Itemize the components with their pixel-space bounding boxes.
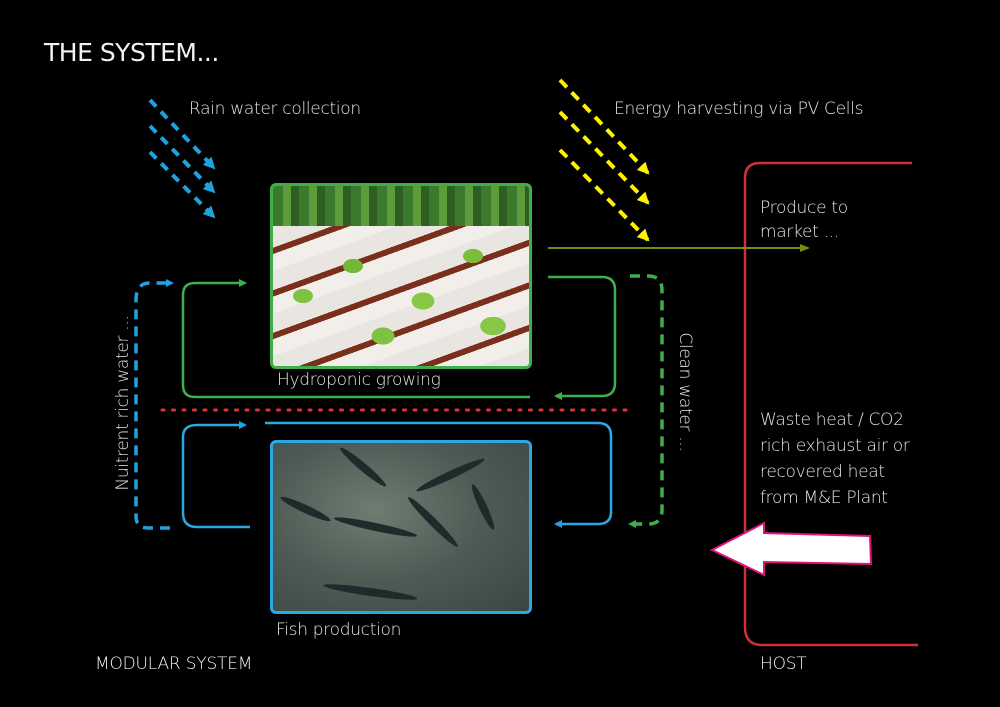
produce-text: Produce to market ... xyxy=(760,198,848,242)
nutrient-flow xyxy=(134,279,174,530)
waste-heat-label: Waste heat / CO2 rich exhaust air or rec… xyxy=(760,407,910,511)
rain-label: Rain water collection xyxy=(189,99,361,119)
energy-arrows-icon xyxy=(558,78,650,242)
hydroponic-loop-in xyxy=(181,279,250,399)
waste-heat-line: rich exhaust air or xyxy=(760,436,910,456)
page-title: THE SYSTEM... xyxy=(44,38,219,67)
host-label: HOST xyxy=(760,654,807,674)
fish-loop-in xyxy=(181,421,250,529)
energy-label: Energy harvesting via PV Cells xyxy=(614,99,864,119)
waste-heat-line: recovered heat xyxy=(760,462,885,482)
waste-heat-line: from M&E Plant xyxy=(760,488,888,508)
modular-system-label: MODULAR SYSTEM xyxy=(95,654,253,674)
fish-label: Fish production xyxy=(276,620,402,640)
nutrient-label: Nuitrent rich water ... xyxy=(113,315,133,491)
waste-heat-arrow-icon xyxy=(709,521,873,577)
clean-water-flow xyxy=(628,274,664,528)
host-boundary xyxy=(743,161,918,647)
hydroponic-photo xyxy=(270,183,532,369)
clean-water-label: Clean water ... xyxy=(675,332,695,452)
produce-label: Produce to market ... xyxy=(760,196,880,244)
waste-heat-line: Waste heat / CO2 xyxy=(760,410,904,430)
hydroponic-loop-out xyxy=(548,275,617,400)
fish-loop-out xyxy=(265,421,613,528)
hydroponic-label: Hydroponic growing xyxy=(277,370,441,390)
fish-photo xyxy=(270,440,532,614)
